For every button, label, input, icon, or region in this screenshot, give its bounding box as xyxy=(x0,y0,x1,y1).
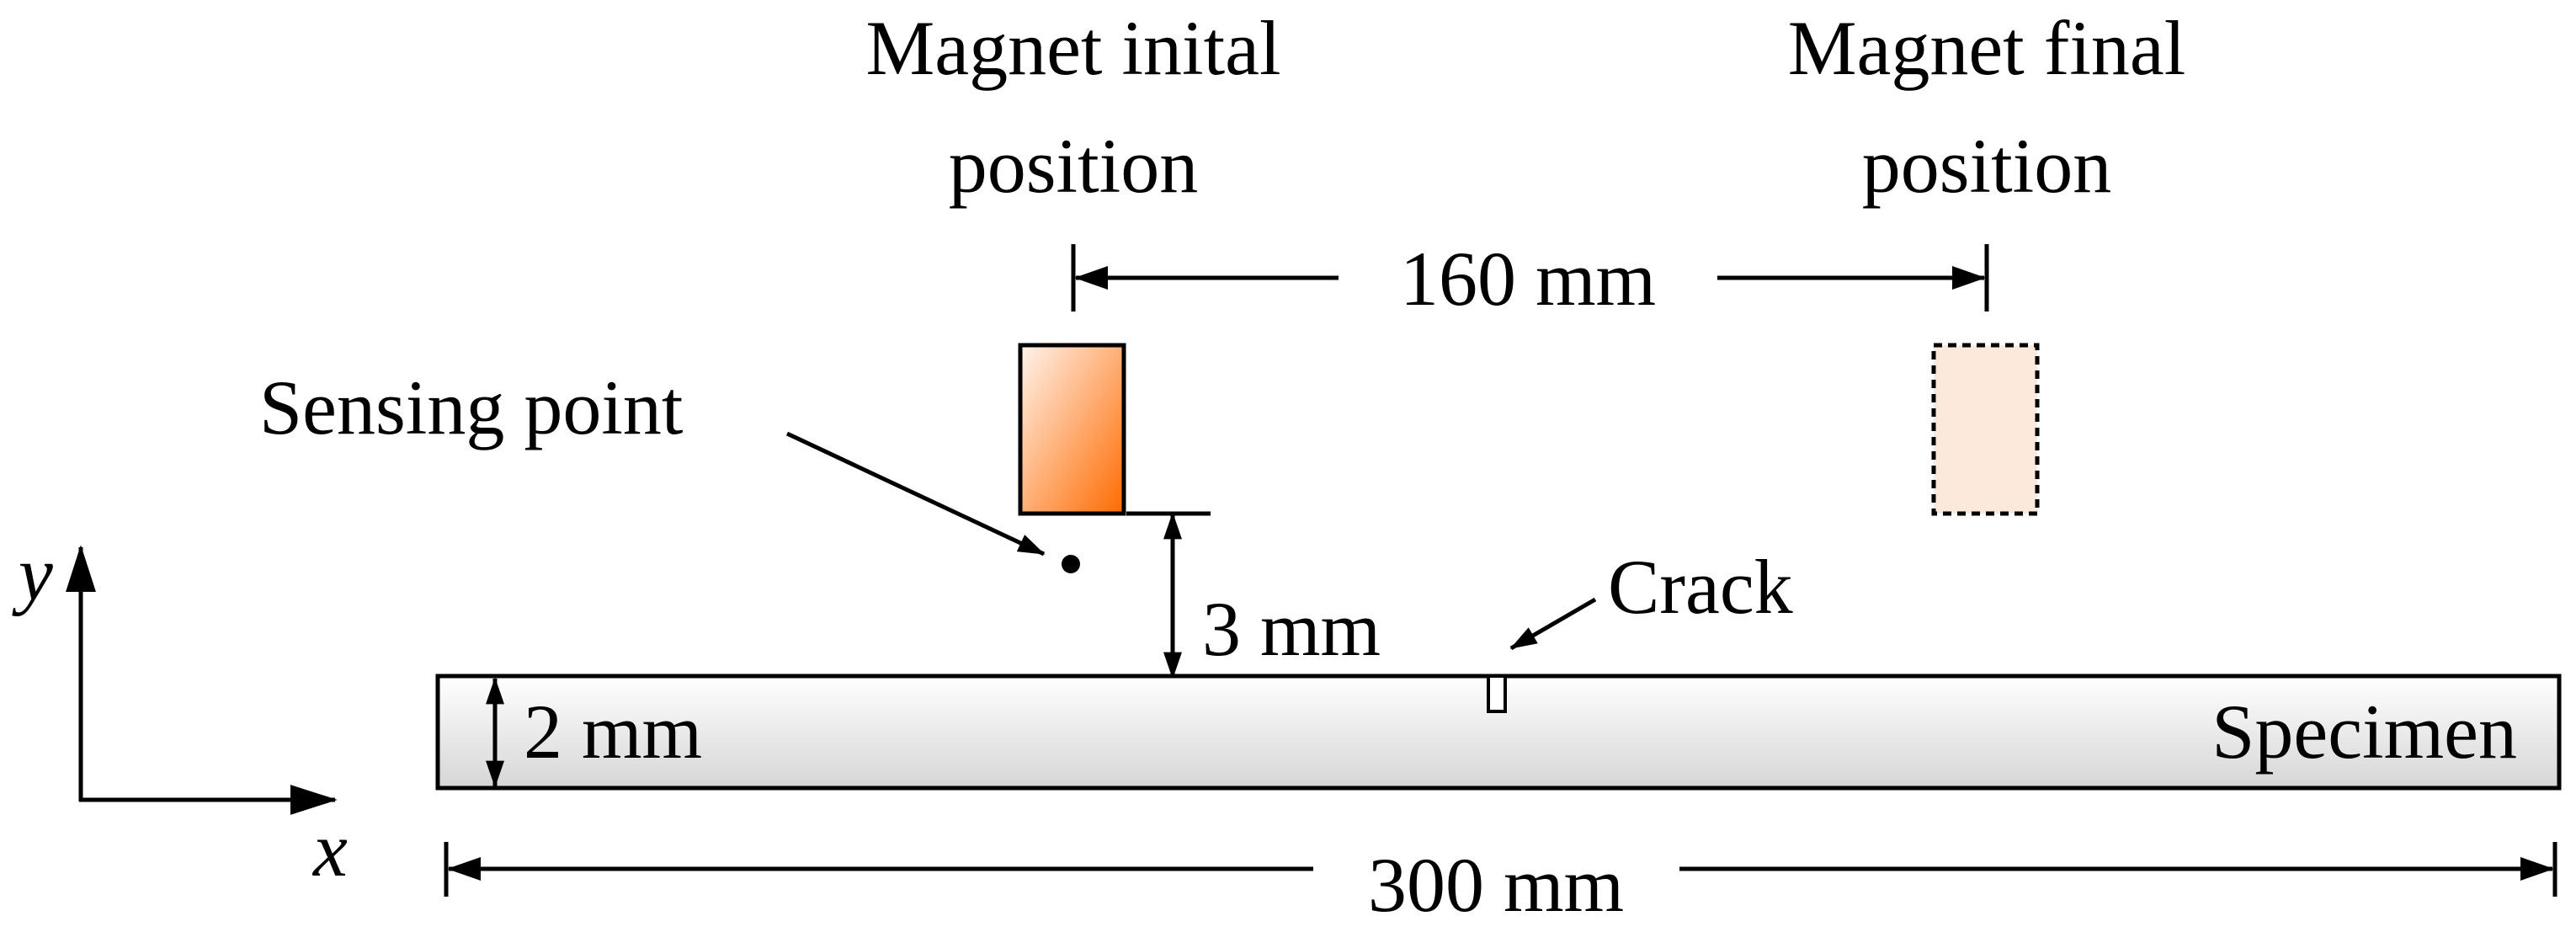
lift-off-label: 3 mm xyxy=(1202,586,1381,672)
crack-leader xyxy=(1509,597,1597,651)
crack-label: Crack xyxy=(1608,544,1793,630)
magnet-final-title-line2: position xyxy=(1862,123,2111,209)
sensing-point-label: Sensing point xyxy=(259,365,684,450)
thickness-dimension: 2 mm xyxy=(465,674,702,788)
specimen-label: Specimen xyxy=(2211,689,2517,775)
y-axis-label: y xyxy=(12,530,53,616)
sensing-point-marker xyxy=(1062,555,1080,573)
coordinate-axes: y x xyxy=(12,530,348,892)
length-300-dimension: 300 mm xyxy=(444,842,2557,928)
magnet-initial xyxy=(1018,343,1126,516)
distance-160-label: 160 mm xyxy=(1400,236,1656,322)
thickness-label: 2 mm xyxy=(524,689,702,775)
sensing-point-leader xyxy=(785,431,1046,557)
magnet-initial-title-line1: Magnet inital xyxy=(865,5,1280,91)
magnet-final xyxy=(1931,343,2040,516)
distance-160-dimension: 160 mm xyxy=(1071,236,1989,322)
length-300-label: 300 mm xyxy=(1368,842,1624,928)
x-axis-label: x xyxy=(311,807,348,892)
lift-off-dimension: 3 mm xyxy=(1126,511,1381,679)
magnet-final-title-line1: Magnet final xyxy=(1788,5,2186,91)
crack-notch xyxy=(1487,674,1507,713)
magnet-initial-title-line2: position xyxy=(949,123,1198,209)
